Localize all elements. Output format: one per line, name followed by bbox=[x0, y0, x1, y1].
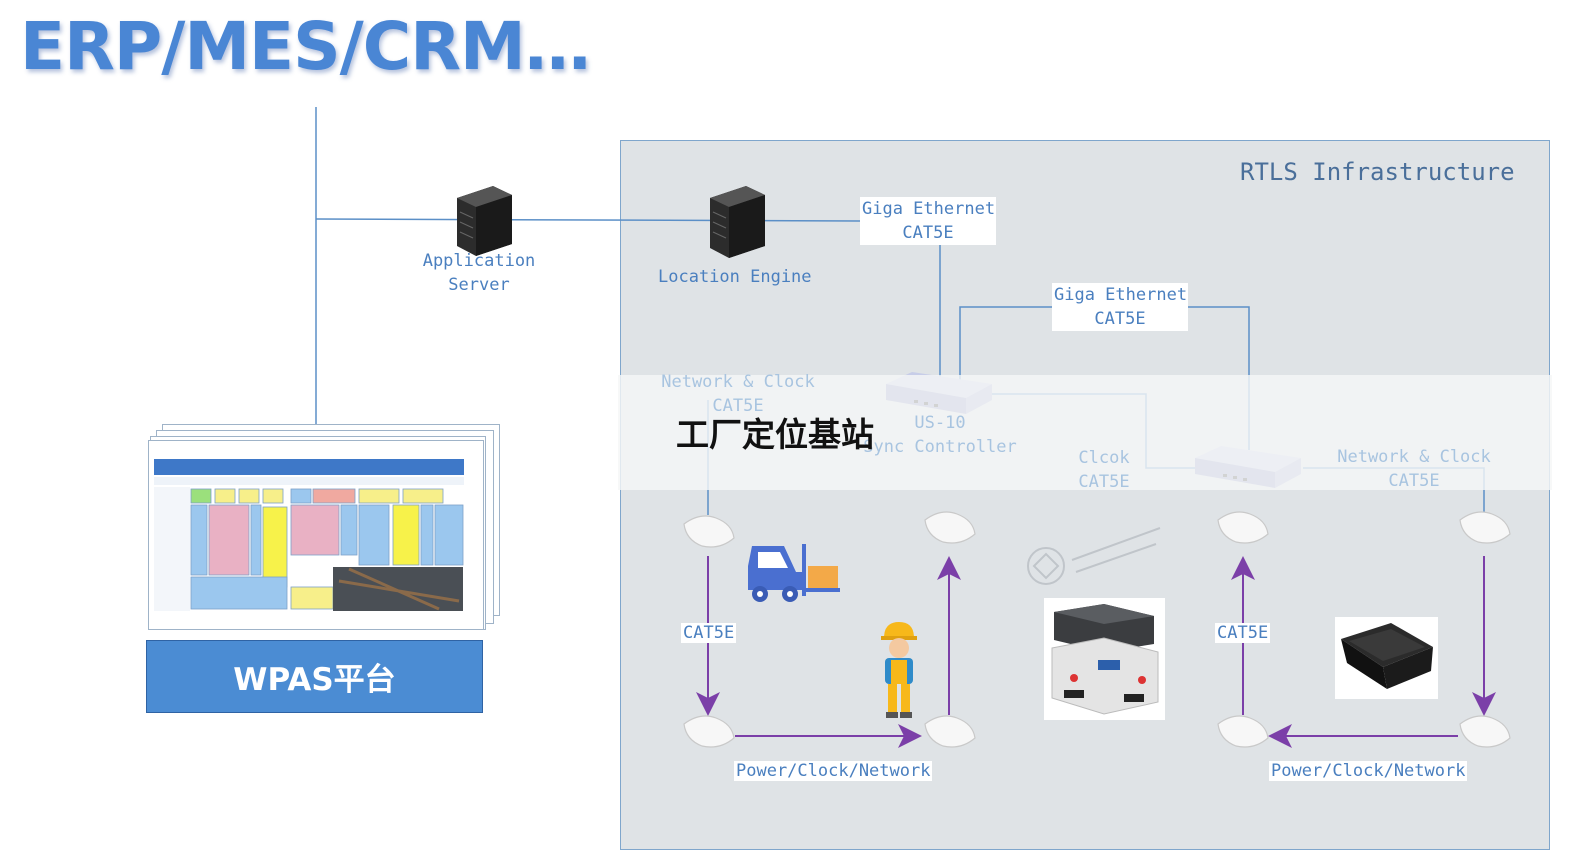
banner-title: 工厂定位基站 bbox=[676, 415, 874, 454]
anchor-icon-8 bbox=[1459, 715, 1511, 748]
anchor-icon-5 bbox=[683, 715, 735, 748]
application-server-line2: Server bbox=[448, 275, 510, 295]
tray-image bbox=[1335, 617, 1438, 699]
anchor-icon-7 bbox=[1217, 715, 1269, 748]
giga-ethernet-2-line2: CAT5E bbox=[1094, 309, 1146, 329]
location-engine-icon bbox=[710, 186, 765, 258]
application-server-icon bbox=[457, 186, 512, 256]
giga-ethernet-label-2: Giga Ethernet CAT5E bbox=[1052, 283, 1188, 331]
application-server-label: Application Server bbox=[420, 249, 538, 297]
wpas-dashboard-thumbnail bbox=[154, 459, 464, 611]
anchor-icon-2 bbox=[924, 511, 976, 544]
anchor-icon-4 bbox=[1459, 511, 1511, 544]
rtls-label: RTLS Infrastructure bbox=[1240, 158, 1515, 186]
anchor-icon-6 bbox=[924, 715, 976, 748]
application-server-line1: Application bbox=[422, 251, 536, 271]
cat5e-label-left: CAT5E bbox=[681, 623, 737, 643]
network-clock-label-left: Network & Clock CAT5E bbox=[660, 370, 816, 418]
location-engine-label: Location Engine bbox=[658, 267, 812, 287]
giga-ethernet-label-1: Giga Ethernet CAT5E bbox=[860, 197, 996, 245]
network-clock-right-line1: Network & Clock bbox=[1337, 447, 1491, 467]
giga-ethernet-2-line1: Giga Ethernet bbox=[1054, 285, 1188, 305]
watermark-logo bbox=[1027, 527, 1161, 585]
cat5e-label-right: CAT5E bbox=[1215, 623, 1271, 643]
power-label-right: Power/Clock/Network bbox=[1269, 761, 1468, 781]
clock-cat5e-line2: CAT5E bbox=[1078, 472, 1130, 492]
sync-controller-line2: Sync Controller bbox=[863, 437, 1017, 457]
sync-controller-label: US-10 Sync Controller bbox=[862, 411, 1018, 459]
anchor-icon-3 bbox=[1217, 511, 1269, 544]
clock-cat5e-line1: Clcok bbox=[1078, 448, 1130, 468]
giga-ethernet-1-line2: CAT5E bbox=[902, 223, 954, 243]
worker-icon bbox=[881, 622, 917, 718]
giga-ethernet-1-line1: Giga Ethernet bbox=[862, 199, 996, 219]
anchor-icon-1 bbox=[683, 515, 735, 548]
network-clock-left-line2: CAT5E bbox=[712, 396, 764, 416]
page-title: ERP/MES/CRM… bbox=[20, 8, 591, 85]
agv-robot-image bbox=[1044, 598, 1165, 720]
network-clock-left-line1: Network & Clock bbox=[661, 372, 815, 392]
highlight-band bbox=[618, 375, 1552, 490]
network-clock-label-right: Network & Clock CAT5E bbox=[1336, 445, 1492, 493]
forklift-icon bbox=[748, 544, 840, 602]
rtls-infrastructure-box bbox=[620, 140, 1550, 850]
clock-cat5e-label: Clcok CAT5E bbox=[1074, 446, 1134, 494]
network-clock-right-line2: CAT5E bbox=[1388, 471, 1440, 491]
sync-controller-line1: US-10 bbox=[914, 413, 966, 433]
wpas-platform-label: WPAS平台 bbox=[146, 640, 483, 713]
wpas-screen bbox=[148, 440, 484, 630]
power-label-left: Power/Clock/Network bbox=[734, 761, 933, 781]
server-horizontal-line bbox=[315, 218, 861, 222]
